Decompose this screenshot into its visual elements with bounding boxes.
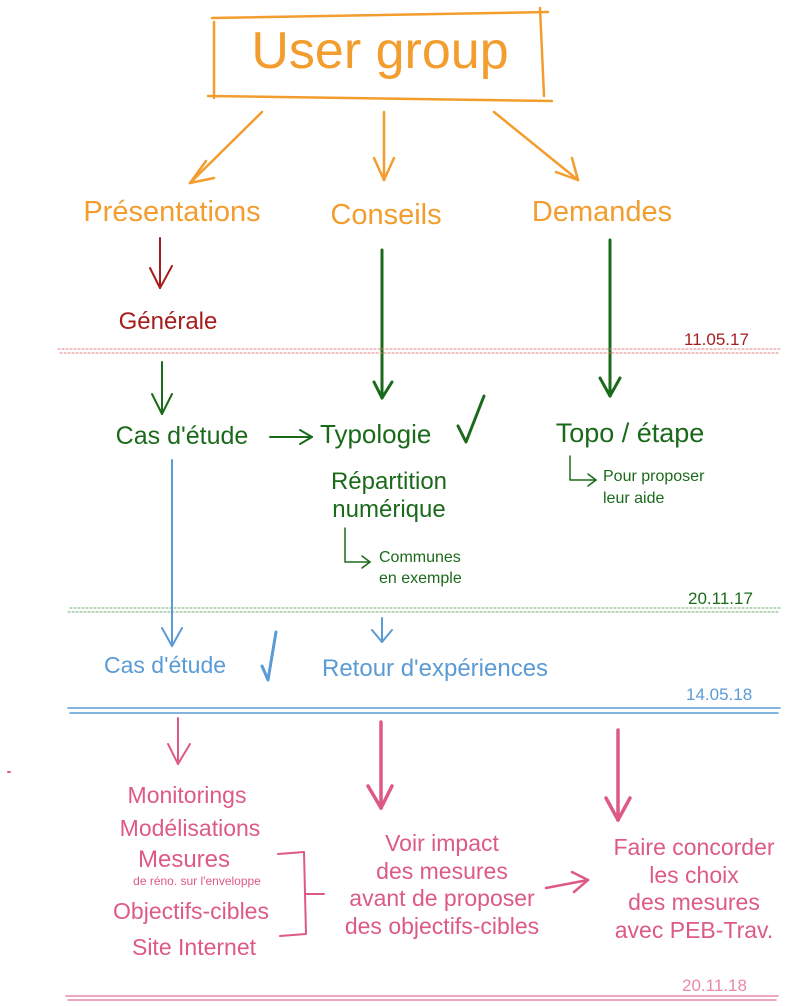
typologie-check-mark (456, 394, 486, 444)
arrow-demandes-topo (598, 238, 622, 398)
cas-etude-blue-check-mark (260, 630, 278, 682)
voir-line-4: des objectifs-cibles (344, 912, 540, 939)
branch-presentations: Présentations (83, 196, 261, 228)
bracket-left-items (277, 851, 325, 937)
date-phase3: 14.05.18 (686, 685, 753, 704)
node-retour-experiences: Retour d'expériences (322, 655, 549, 682)
arrow-demandes-faire-concorder (604, 728, 632, 822)
arrow-presentations-generale (149, 237, 173, 289)
repartition-line-2: numérique (332, 495, 446, 523)
node-topo-etape: Topo / étape (555, 418, 705, 448)
arrow-cas-etude-cas-etude-blue (161, 459, 183, 647)
date-phase1: 11.05.17 (684, 330, 749, 349)
communes-line-1: Communes (379, 549, 461, 566)
communes-line-2: en exemple (379, 569, 462, 587)
node-voir-impact: Voir impact des mesures avant de propose… (345, 830, 539, 940)
node-modelisations: Modélisations (119, 815, 261, 841)
faire-line-4: avec PEB-Trav. (614, 916, 774, 943)
node-site-internet: Site Internet (131, 934, 257, 960)
arrow-repartition-communes (344, 527, 371, 569)
pour-line-2: leur aide (603, 490, 665, 508)
arrow-generale-cas-etude (151, 361, 173, 415)
date-phase2: 20.11.17 (688, 589, 753, 608)
faire-line-3: des mesures (628, 889, 760, 916)
node-cas-etude-blue: Cas d'étude (104, 652, 227, 678)
arrow-retour-voir-impact (366, 720, 394, 810)
node-pour-proposer: Pour proposer leur aide (603, 466, 704, 511)
pour-line-1: Pour proposer (603, 468, 705, 485)
voir-line-3: avant de proposer (349, 885, 535, 912)
title-box: User group (222, 8, 538, 94)
node-faire-concorder: Faire concorder les choix des mesures av… (613, 834, 774, 944)
branch-demandes: Demandes (531, 196, 673, 228)
arrow-topo-pour-proposer (569, 455, 597, 487)
branch-conseils: Conseils (330, 199, 442, 231)
date-phase4: 20.11.18 (682, 976, 747, 995)
arrow-title-conseils (372, 110, 396, 182)
faire-line-2: les choix (649, 861, 739, 888)
node-cas-etude: Cas d'étude (115, 422, 249, 450)
separator-4 (65, 995, 779, 1001)
voir-line-2: des mesures (376, 857, 508, 884)
separator-3 (67, 707, 781, 714)
title-text: User group (251, 22, 509, 80)
node-generale: Générale (118, 308, 218, 335)
arrow-communes-retour (371, 617, 393, 643)
separator-2 (67, 607, 781, 613)
arrow-conseils-typologie (372, 248, 394, 400)
node-repartition: Répartition numérique (331, 468, 447, 523)
separator-1 (57, 348, 781, 354)
arrow-title-presentations (188, 110, 264, 185)
arrow-cas-etude-typologie (269, 429, 313, 445)
node-mesures-sub: de réno. sur l'enveloppe (133, 874, 261, 888)
arrow-title-demandes (492, 110, 580, 182)
faire-line-1: Faire concorder (613, 834, 775, 860)
repartition-line-1: Répartition (330, 468, 448, 495)
node-objectifs-cibles: Objectifs-cibles (113, 898, 269, 924)
node-mesures: Mesures (137, 846, 231, 873)
arrow-cas-etude-monitorings (167, 717, 191, 765)
voir-line-1: Voir impact (385, 830, 499, 856)
node-monitorings: Monitorings (127, 782, 247, 808)
arrow-voir-faire (544, 870, 590, 894)
node-communes: Communes en exemple (379, 548, 462, 590)
node-typologie: Typologie (320, 419, 432, 449)
